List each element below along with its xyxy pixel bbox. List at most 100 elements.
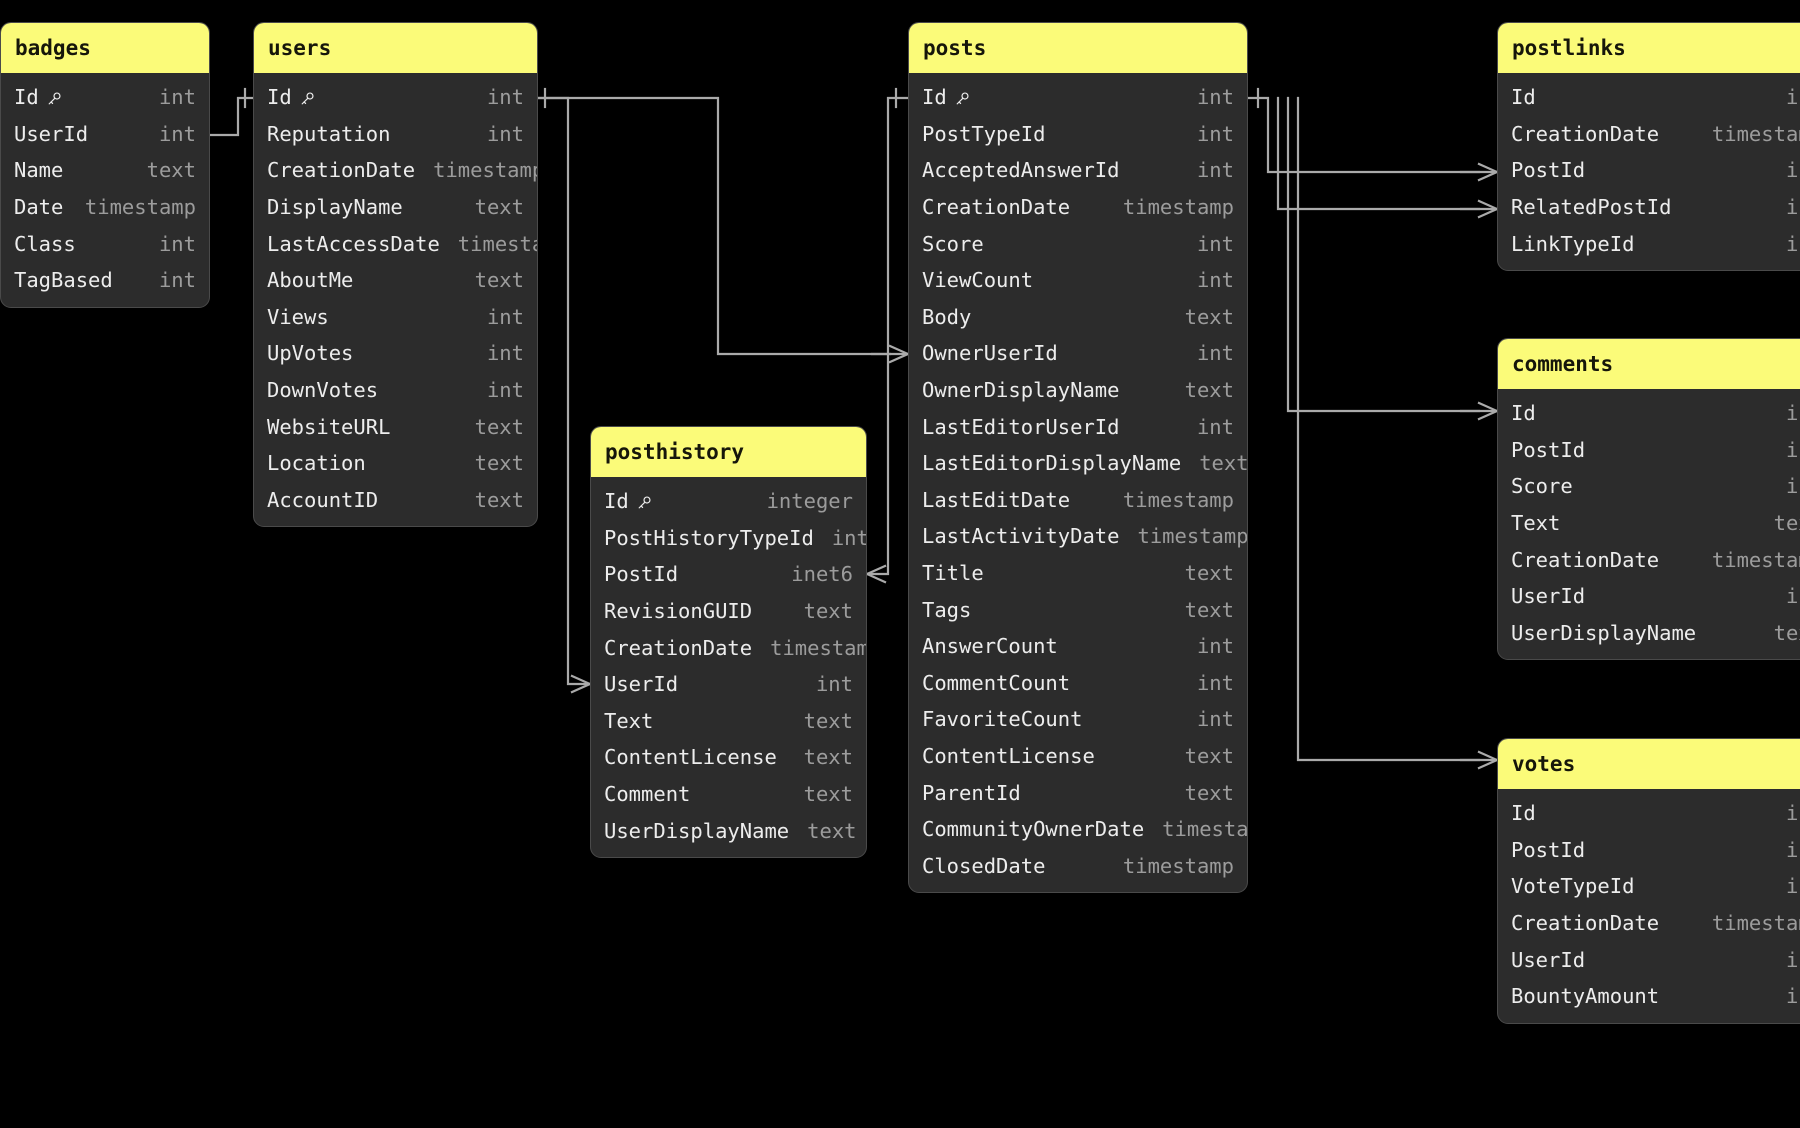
column-name-label: BountyAmount [1511,984,1660,1009]
column-row[interactable]: CommunityOwnerDatetimestamp [909,811,1247,848]
column-type: int [1196,121,1234,146]
column-row[interactable]: VoteTypeIdint [1498,868,1800,905]
link-posts-postlinks-related [1276,96,1499,219]
column-type: int [1785,85,1800,110]
column-type: int [486,378,524,403]
table-card-comments[interactable]: commentsIdintPostIdintScoreintTexttextCr… [1497,338,1800,661]
column-name: WebsiteURL [267,415,390,439]
column-name-label: LinkTypeId [1511,231,1635,256]
column-type: timestamp [1711,121,1800,146]
column-name: UserId [1511,584,1585,608]
primary-key-icon [46,90,63,107]
table-title-comments: comments [1498,339,1800,389]
column-row[interactable]: PostIdint [1498,152,1800,189]
column-row[interactable]: PostIdint [1498,832,1800,869]
link-users-badges [208,87,255,137]
table-card-postlinks[interactable]: postlinksIdintCreationDatetimestampPostI… [1497,22,1800,271]
column-name-label: Text [604,708,654,733]
column-name: ViewCount [922,268,1033,292]
table-card-votes[interactable]: votesIdintPostIdintVoteTypeIdintCreation… [1497,738,1800,1024]
column-name-label: AcceptedAnswerId [922,158,1120,183]
column-row[interactable]: LastAccessDatetimestamp [254,225,537,262]
table-title-postlinks: postlinks [1498,23,1800,73]
column-name: LastEditorDisplayName [922,451,1181,475]
column-type: text [803,782,853,807]
column-name: UserDisplayName [604,819,789,843]
column-row[interactable]: RelatedPostIdint [1498,189,1800,226]
column-name: TagBased [14,268,113,292]
column-name: Id [604,489,653,513]
column-row[interactable]: LinkTypeIdint [1498,225,1800,262]
column-name: ContentLicense [922,744,1095,768]
column-type: int [1196,670,1234,695]
column-type: text [1184,378,1234,403]
column-row[interactable]: PostIdint [1498,432,1800,469]
column-row[interactable]: BountyAmountint [1498,978,1800,1015]
